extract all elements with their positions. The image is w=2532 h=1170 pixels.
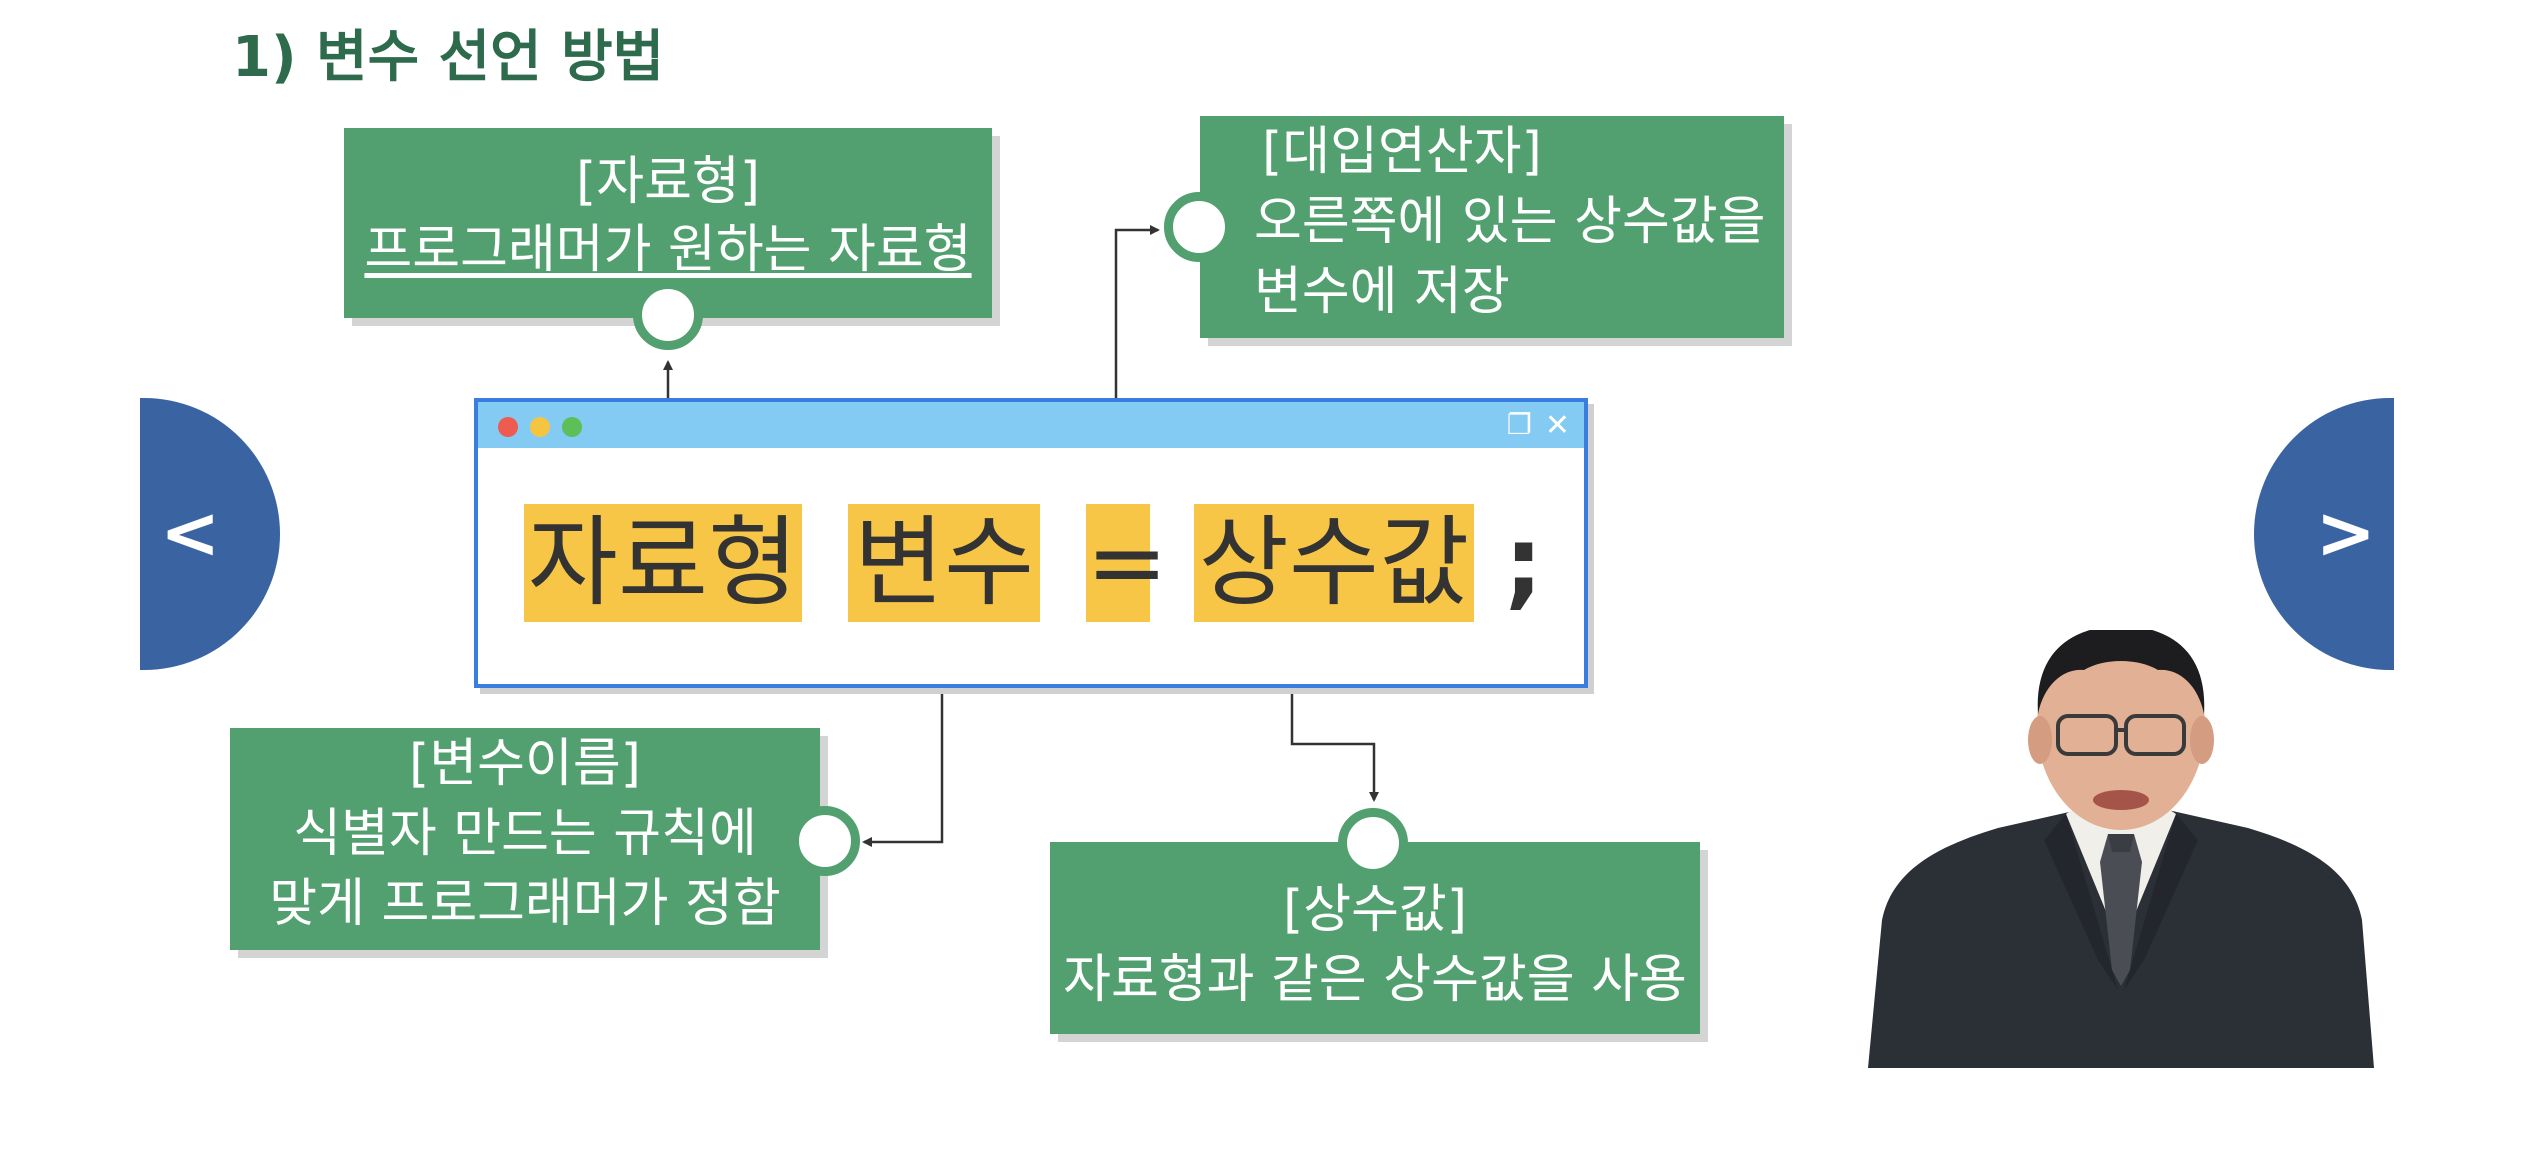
varname-callout-heading: [변수이름] — [409, 734, 641, 794]
code-semicolon: ; — [1504, 506, 1544, 620]
constant-callout: [상수값] 자료형과 같은 상수값을 사용 — [1050, 842, 1700, 1034]
varname-callout: [변수이름] 식별자 만드는 규칙에 맞게 프로그래머가 정함 — [230, 728, 820, 950]
constant-connector-dot — [1338, 808, 1408, 878]
prev-arrow-icon: < — [160, 490, 221, 575]
minimize-dot-icon — [530, 417, 550, 437]
varname-connector — [862, 622, 944, 847]
code-constant: 상수값 — [1194, 504, 1474, 622]
next-arrow-icon: > — [2315, 490, 2376, 575]
varname-callout-desc-2: 맞게 프로그래머가 정함 — [269, 874, 781, 934]
code-datatype: 자료형 — [524, 504, 802, 622]
window-titlebar: ❐ ✕ — [478, 402, 1584, 448]
datatype-callout-desc: 프로그래머가 원하는 자료형 — [364, 220, 972, 280]
assign-callout-desc-1: 오른쪽에 있는 상수값을 — [1254, 192, 1766, 252]
maximize-dot-icon — [562, 417, 582, 437]
restore-icon: ❐ — [1506, 408, 1532, 441]
close-icon: ✕ — [1544, 408, 1570, 443]
assign-callout-heading: [대입연산자] — [1262, 122, 1542, 182]
constant-callout-desc: 자료형과 같은 상수값을 사용 — [1063, 950, 1687, 1010]
close-dot-icon — [498, 417, 518, 437]
assign-callout-desc-2: 변수에 저장 — [1254, 262, 1510, 322]
code-variable: 변수 — [848, 504, 1040, 622]
varname-callout-desc-1: 식별자 만드는 규칙에 — [293, 804, 757, 864]
datatype-callout-heading: [자료형] — [575, 152, 761, 212]
slide-title: 1) 변수 선언 방법 — [232, 25, 665, 90]
constant-callout-heading: [상수값] — [1282, 880, 1468, 940]
datatype-connector-dot — [633, 280, 703, 350]
presenter-video — [1868, 630, 2374, 1068]
varname-connector-dot — [790, 806, 860, 876]
assign-callout: [대입연산자] 오른쪽에 있는 상수값을 변수에 저장 — [1200, 116, 1784, 338]
code-equals: = — [1086, 504, 1169, 622]
assign-connector-dot — [1164, 192, 1234, 262]
